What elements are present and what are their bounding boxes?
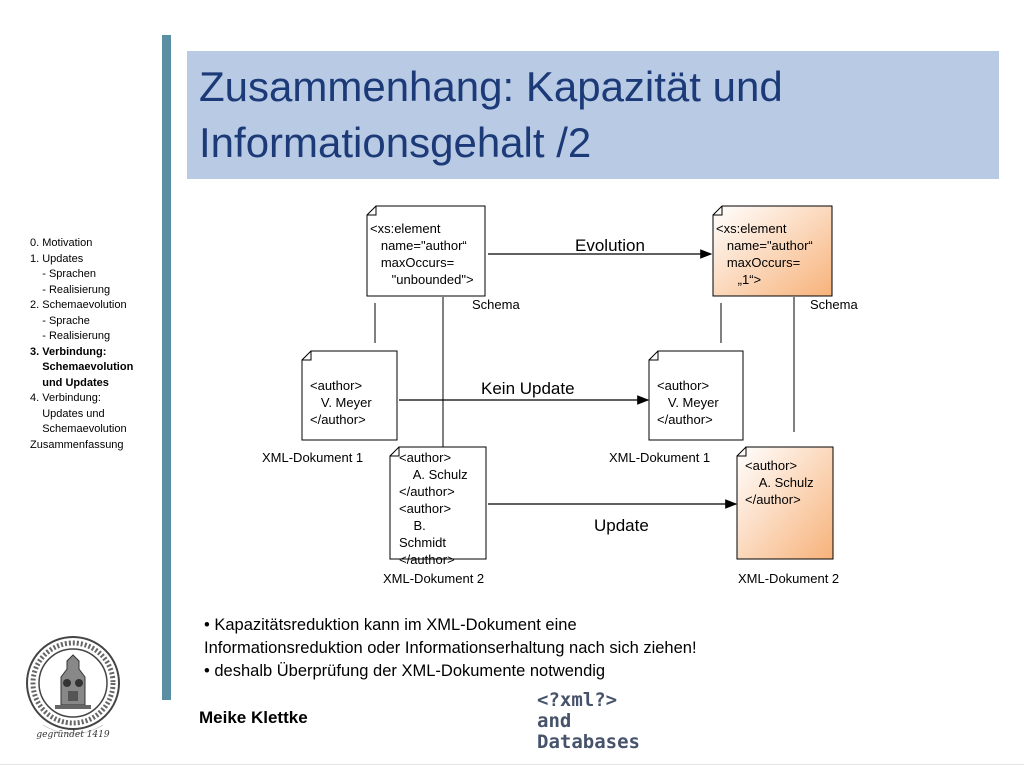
logo-line: Databases (537, 731, 640, 753)
logo-line: and (537, 710, 572, 732)
university-seal-icon: gegründet 1419 (26, 636, 120, 740)
xml-databases-logo: <?xml?> and Databases (537, 690, 640, 753)
schema-old-label: Schema (472, 297, 520, 312)
bullet-line: • Kapazitätsreduktion kann im XML-Dokume… (204, 616, 577, 634)
doc2-old-code: <author> A. Schulz </author> <author> B.… (399, 450, 468, 567)
nav-item-verbindung-active[interactable]: 3. Verbindung: (30, 345, 107, 358)
schema-old-box (366, 205, 486, 297)
slide-title: Zusammenhang: Kapazität und Informations… (199, 63, 783, 166)
fold-corner (737, 447, 747, 457)
bottom-divider (0, 764, 1024, 765)
nav-item-und-updates-active[interactable]: und Updates (30, 376, 109, 389)
nav-item-realisierung-2[interactable]: - Realisierung (30, 330, 111, 342)
fold-corner (367, 206, 377, 216)
author-name: Meike Klettke (199, 708, 308, 727)
nav-item-motivation[interactable]: 0. Motivation (30, 237, 93, 249)
fold-corner (390, 447, 400, 457)
evolution-label: Evolution (575, 236, 645, 255)
bullet-line: Informationsreduktion oder Informationse… (204, 639, 697, 657)
nav-item-updates[interactable]: 1. Updates (30, 252, 84, 265)
doc1-new-label: XML-Dokument 1 (609, 450, 711, 465)
bullet-list: • Kapazitätsreduktion kann im XML-Dokume… (204, 614, 697, 683)
doc2-old-label: XML-Dokument 2 (383, 571, 485, 586)
title-box: Zusammenhang: Kapazität und Informations… (187, 51, 999, 179)
fold-corner (649, 351, 659, 361)
nav-item-sprachen[interactable]: - Sprachen (30, 268, 97, 280)
nav-item-zusammenfassung[interactable]: Zusammenfassung (30, 438, 124, 451)
outline-nav: 0. Motivation 1. Updates - Sprachen - Re… (30, 236, 133, 453)
nav-item-schemaevolution[interactable]: 2. Schemaevolution (30, 299, 127, 311)
schema-new-label: Schema (810, 297, 858, 312)
logo-line: <?xml?> (537, 689, 618, 711)
doc1-old-label: XML-Dokument 1 (262, 450, 364, 465)
doc2-new-label: XML-Dokument 2 (738, 571, 840, 586)
fold-corner (713, 206, 723, 216)
schema-new-code: <xs:element name="author“ maxOccurs= „1“… (716, 221, 813, 287)
nav-item-verbindung-4[interactable]: 4. Verbindung: (30, 392, 101, 404)
seal-text: gegründet 1419 (36, 730, 109, 740)
update-label: Update (594, 516, 649, 535)
doc1-new-box (648, 350, 744, 441)
schema-old-code: <xs:element name="author“ maxOccurs= "un… (370, 221, 474, 287)
accent-bar (162, 35, 171, 700)
schema-new-box (712, 205, 833, 297)
bullet-line: • deshalb Überprüfung der XML-Dokumente … (204, 662, 606, 680)
nav-item-schemaevolution-active[interactable]: Schemaevolution (30, 361, 134, 373)
nav-item-updates-und[interactable]: Updates und (30, 407, 105, 420)
doc1-old-box (301, 350, 398, 441)
doc1-old-code: <author> V. Meyer </author> (310, 378, 372, 427)
kein-update-label: Kein Update (481, 379, 575, 398)
nav-item-schemaevolution-2[interactable]: Schemaevolution (30, 423, 127, 435)
nav-item-realisierung[interactable]: - Realisierung (30, 283, 111, 296)
nav-item-sprache[interactable]: - Sprache (30, 314, 90, 327)
doc2-new-code: <author> A. Schulz </author> (745, 458, 814, 507)
doc1-new-code: <author> V. Meyer </author> (657, 378, 719, 427)
doc2-new-box (736, 446, 834, 560)
doc2-old-box (389, 446, 487, 560)
fold-corner (302, 351, 312, 361)
